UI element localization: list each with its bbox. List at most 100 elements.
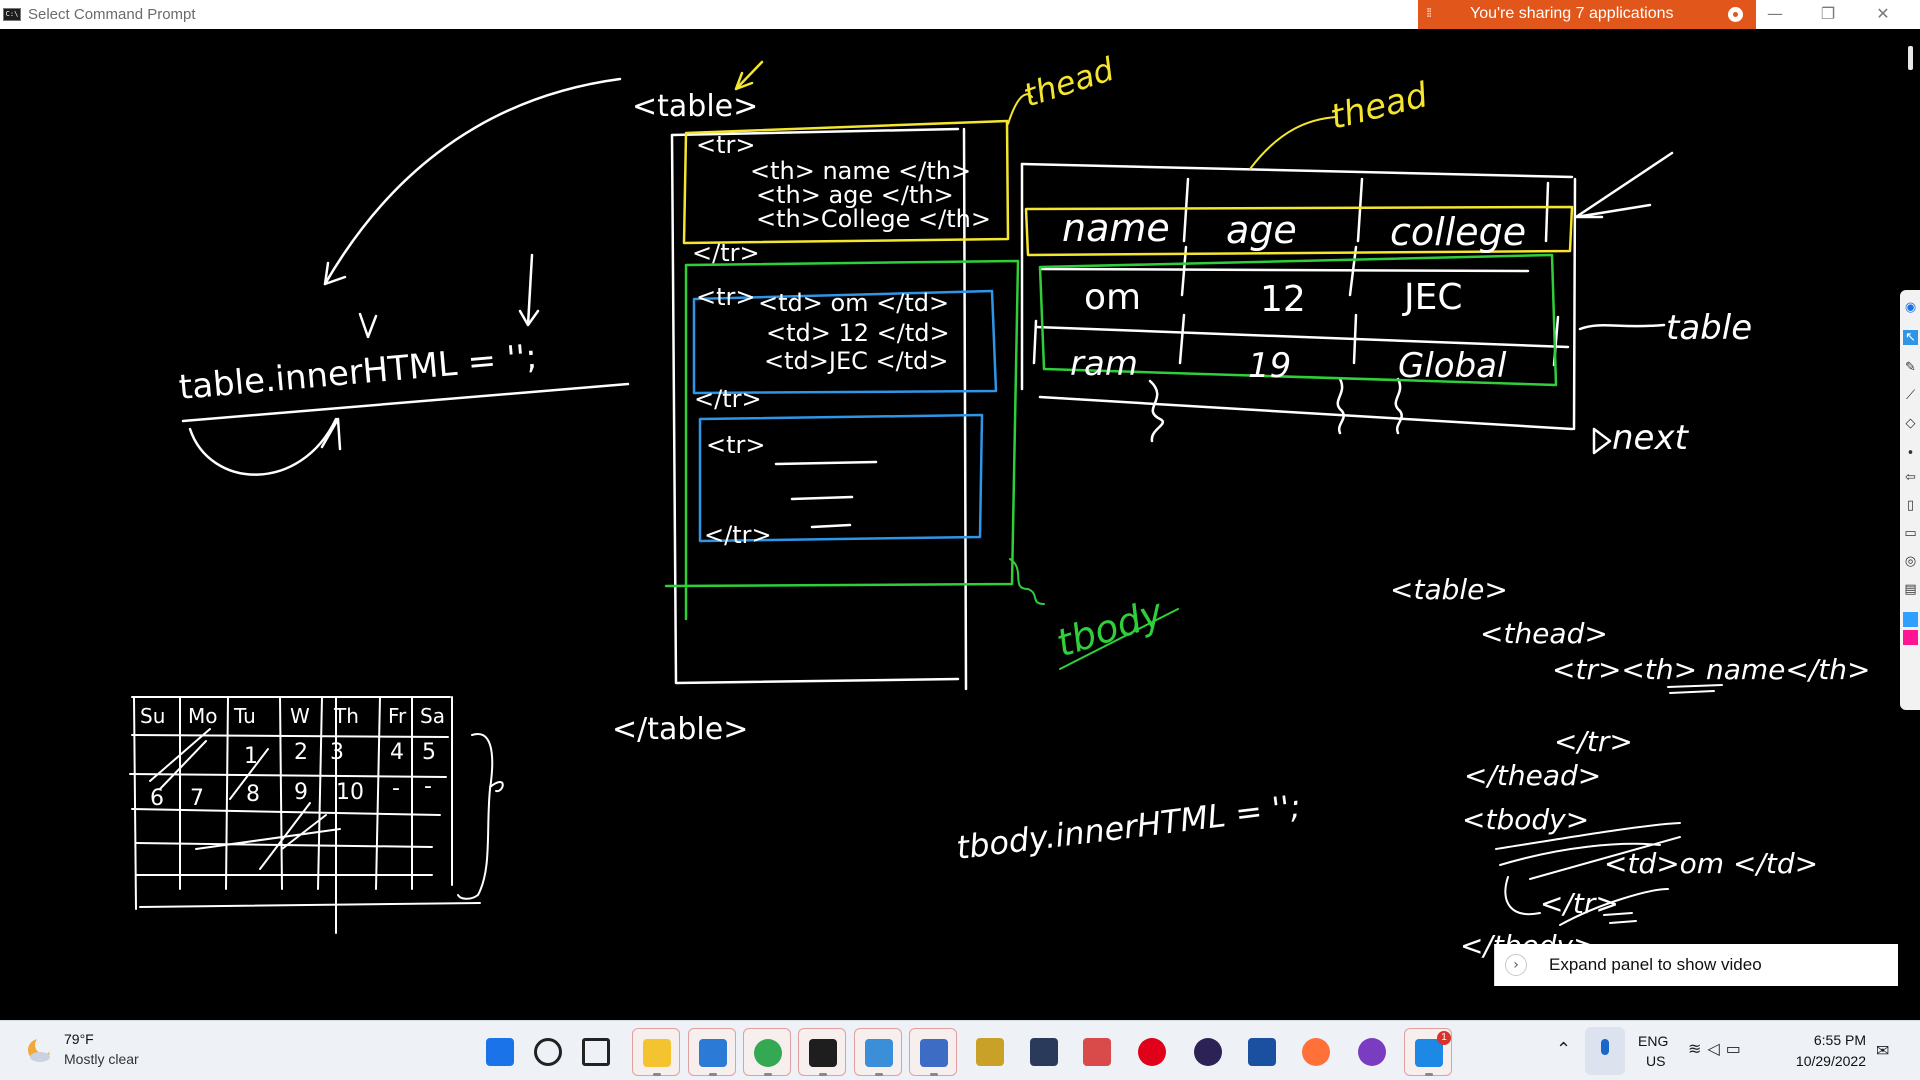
taskbar-vs-code-button[interactable] — [688, 1028, 736, 1076]
calendar-row2: 6 7 8 9 10 - - — [150, 774, 432, 811]
scrollbar-thumb[interactable] — [1908, 46, 1913, 70]
restore-button[interactable]: ❐ — [1820, 4, 1836, 23]
table-outline — [670, 127, 968, 691]
right-code-tr-close: </tr> — [1554, 725, 1633, 758]
file-explorer-icon — [643, 1039, 671, 1067]
tbody-td-jec: <td>JEC </td> — [764, 347, 948, 375]
taskbar-firefox-button[interactable] — [1292, 1028, 1340, 1076]
running-indicator — [709, 1073, 717, 1076]
grid-row2-name: ram — [1070, 344, 1138, 384]
screen-icon[interactable]: ▭ — [1904, 526, 1917, 541]
trash-icon[interactable]: ▯ — [1906, 498, 1915, 513]
thead-code: <tr> <th> name </th> <th> age </th> <th>… — [692, 131, 991, 267]
eye-icon[interactable]: ◉ — [1904, 300, 1917, 315]
camera-icon[interactable]: ◎ — [1904, 554, 1917, 569]
cal-h-su: Su — [140, 704, 165, 728]
search-icon — [534, 1038, 562, 1066]
grid-row1-name: om — [1084, 277, 1141, 318]
thead-th-age: <th> age </th> — [756, 181, 954, 209]
tbody-row1-code: <tr> <td> om </td> <td> 12 </td> <td>JEC… — [694, 283, 950, 413]
dot-icon[interactable]: • — [1906, 446, 1915, 461]
weather-moon-icon[interactable] — [24, 1035, 54, 1065]
cal-r2-tu: 8 — [246, 782, 260, 807]
taskbar-opera-button[interactable] — [1128, 1028, 1176, 1076]
taskbar-vpn-button[interactable] — [1348, 1028, 1396, 1076]
taskbar-eraser-button[interactable] — [1073, 1028, 1121, 1076]
notification-icon[interactable]: ✉ — [1876, 1041, 1890, 1060]
cal-h-tu: Tu — [233, 704, 256, 728]
cal-h-mo: Mo — [188, 704, 218, 728]
taskbar-grapher-button[interactable] — [1238, 1028, 1286, 1076]
taskbar-mysql-button[interactable] — [1020, 1028, 1068, 1076]
cal-r1-sa: 5 — [422, 740, 436, 765]
chevron-right-icon[interactable]: › — [1505, 954, 1527, 976]
taskbar-pen-tool-button[interactable] — [966, 1028, 1014, 1076]
taskbar-terminal-button[interactable] — [798, 1028, 846, 1076]
grid-body-box — [1038, 253, 1558, 387]
system-tray-icons[interactable]: ≋◁▭ — [1688, 1039, 1747, 1058]
grid-row1-college: JEC — [1402, 277, 1463, 318]
language-indicator[interactable]: ENG — [1638, 1033, 1669, 1049]
taskbar-eclipse-button[interactable] — [1184, 1028, 1232, 1076]
rendered-table-grid — [1020, 162, 1577, 443]
taskbar-task-view-button[interactable] — [572, 1028, 620, 1076]
undo-icon[interactable]: ⇦ — [1905, 470, 1916, 485]
firefox-icon — [1302, 1038, 1330, 1066]
terminal-icon — [809, 1039, 837, 1067]
drag-grip-icon[interactable]: ⁞⁞ — [1426, 6, 1432, 21]
cal-r2-th: 10 — [336, 780, 364, 805]
expand-panel-label: Expand panel to show video — [1549, 955, 1762, 974]
tbody-tr2-open: <tr> — [706, 431, 766, 459]
stop-sharing-icon[interactable] — [1728, 7, 1743, 22]
whiteboard-canvas[interactable]: table.innerHTML = ''; <table> </table> t… — [0, 29, 1920, 1020]
cal-r2-mo: 7 — [190, 786, 204, 811]
brush-icon[interactable]: ⟋ — [1905, 388, 1916, 403]
taskbar-file-explorer-button[interactable] — [632, 1028, 680, 1076]
pen-icon[interactable]: ✎ — [1905, 360, 1916, 375]
calendar-header: Su Mo Tu W Th Fr Sa — [140, 704, 445, 728]
color-blue-swatch[interactable] — [1903, 612, 1918, 627]
tbody-tr1-close: </tr> — [694, 385, 762, 413]
show-hidden-icons-icon[interactable]: ⌃ — [1556, 1039, 1572, 1060]
calendar-row1: 1 2 3 4 5 — [244, 740, 436, 769]
cal-h-fr: Fr — [388, 704, 407, 728]
microphone-icon[interactable] — [1585, 1027, 1625, 1075]
taskbar-search-button[interactable] — [524, 1028, 572, 1076]
cal-r1-fr: 4 — [390, 740, 404, 765]
tbody-label-link — [1009, 558, 1045, 605]
pointer-icon[interactable]: ↖ — [1903, 330, 1918, 345]
right-code-td-om: <td>om </td> — [1604, 847, 1818, 880]
opera-icon — [1138, 1038, 1166, 1066]
cal-r2-w: 9 — [294, 780, 308, 805]
eraser-icon[interactable]: ◇ — [1905, 416, 1916, 431]
taskbar-webex-button[interactable]: 1 — [1404, 1028, 1452, 1076]
close-button[interactable]: ✕ — [1876, 4, 1890, 23]
cal-r2-sa: - — [424, 774, 432, 799]
expand-video-panel[interactable]: › Expand panel to show video — [1494, 944, 1898, 986]
taskbar-start-button[interactable] — [476, 1028, 524, 1076]
clock-date[interactable]: 10/29/2022 — [1795, 1053, 1866, 1069]
taskbar-paint-button[interactable] — [854, 1028, 902, 1076]
cal-r2-fr: - — [392, 776, 400, 801]
document-icon[interactable]: ▤ — [1904, 582, 1917, 597]
sharing-banner[interactable]: ⁞⁞ You're sharing 7 applications — [1418, 0, 1756, 29]
paint-icon — [865, 1039, 893, 1067]
sharing-banner-text: You're sharing 7 applications — [1470, 5, 1674, 22]
language-region[interactable]: US — [1646, 1053, 1666, 1069]
thead-label-link — [1007, 93, 1033, 125]
tbody-label-underline — [1059, 608, 1179, 670]
color-pink-swatch[interactable] — [1903, 630, 1918, 645]
tbody-row1-box — [692, 289, 998, 395]
taskbar-chrome-button[interactable] — [743, 1028, 791, 1076]
weather-temperature[interactable]: 79°F — [64, 1031, 94, 1047]
minimize-button[interactable]: — — [1767, 4, 1783, 23]
chrome-icon — [754, 1039, 782, 1067]
grapher-icon — [1248, 1038, 1276, 1066]
cal-r1-w: 2 — [294, 740, 308, 765]
tbody-label: tbody — [1051, 590, 1169, 666]
right-code-scribbles — [1495, 684, 1723, 926]
clock-time[interactable]: 6:55 PM — [1813, 1032, 1866, 1048]
weather-description[interactable]: Mostly clear — [64, 1051, 139, 1067]
window-titlebar[interactable]: C:\ Select Command Prompt ⁞⁞ You're shar… — [0, 0, 1920, 29]
taskbar-notepad-button[interactable] — [909, 1028, 957, 1076]
